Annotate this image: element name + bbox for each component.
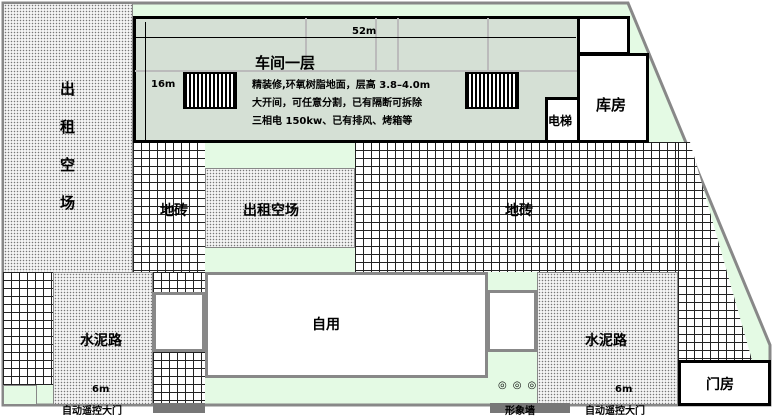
vent-icon [465, 72, 519, 109]
left-gate-label[interactable]: 自动遥控大门 [62, 406, 122, 417]
road-right [537, 272, 678, 405]
storage-label: 库房 [596, 96, 627, 114]
gate-post [153, 403, 205, 413]
rental-area-mid [205, 168, 355, 248]
self-use-building [205, 272, 488, 378]
workshop-title: 车间一层 [255, 54, 316, 72]
feature-wall-label: 形象墙 [505, 406, 535, 417]
gatehouse-label: 门房 [706, 377, 734, 393]
depth-label: 16m [151, 79, 176, 90]
road-right-label: 水泥路 [585, 333, 627, 349]
tile-area-left [133, 142, 205, 272]
elevator-label: 电梯 [548, 114, 573, 128]
width-dimension-line [136, 37, 576, 38]
lawn-sw [3, 385, 37, 405]
width-label: 52m [352, 26, 377, 37]
road-left [53, 272, 153, 405]
tile-area-right [355, 142, 680, 272]
lawn [205, 142, 355, 170]
small-room [577, 16, 630, 55]
right-gate-width: 6m [615, 384, 633, 395]
road-left-label: 水泥路 [80, 333, 122, 349]
tile-area-sw [3, 272, 53, 385]
elevator [545, 97, 580, 143]
storage-room [577, 53, 649, 143]
depth-dimension-line [145, 22, 146, 140]
self-use-label: 自用 [312, 317, 340, 333]
rental-area-mid-label: 出租空场 [243, 203, 299, 219]
rental-area-left [3, 3, 133, 273]
feature-wall [490, 403, 570, 413]
left-gate-width: 6m [92, 384, 110, 395]
feature-wall-icons: ◎◎◎ [498, 380, 543, 391]
vent-icon [183, 72, 237, 109]
rental-area-left-label: 出租空场 [60, 80, 76, 212]
right-gate-label[interactable]: 自动遥控大门 [585, 406, 645, 417]
tile-left-label: 地砖 [160, 203, 188, 219]
tile-right-label: 地砖 [505, 203, 533, 219]
gatehouse [678, 360, 771, 406]
